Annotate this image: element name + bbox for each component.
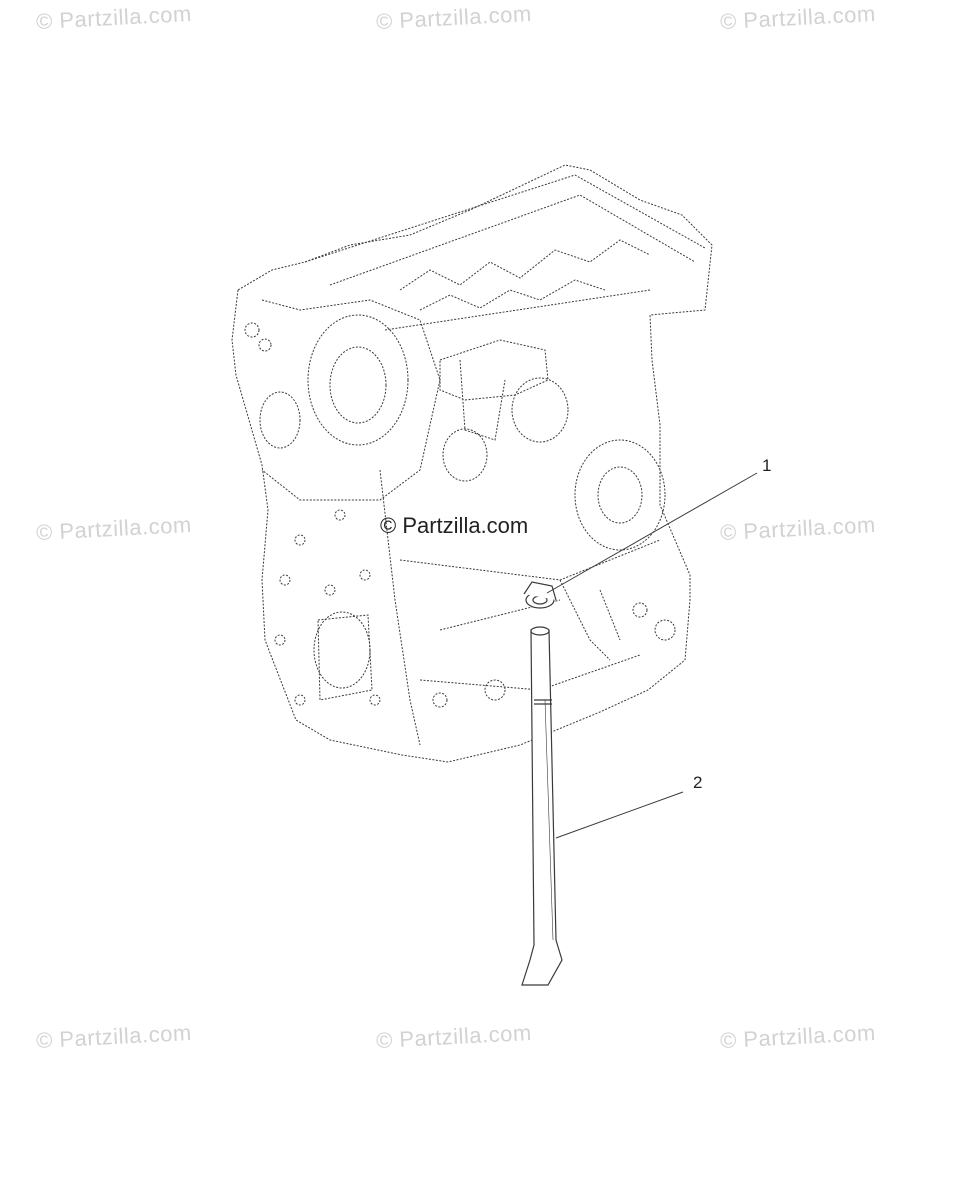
engine-block-drawing bbox=[231, 164, 713, 763]
leader-line-1 bbox=[546, 472, 758, 594]
tube-clip bbox=[523, 581, 557, 609]
watermark-center: © Partzilla.com bbox=[380, 513, 529, 538]
dipstick-tube bbox=[521, 626, 563, 986]
callout-1: 1 bbox=[762, 456, 771, 475]
callout-2: 2 bbox=[693, 773, 702, 792]
leader-line-2 bbox=[555, 791, 684, 839]
